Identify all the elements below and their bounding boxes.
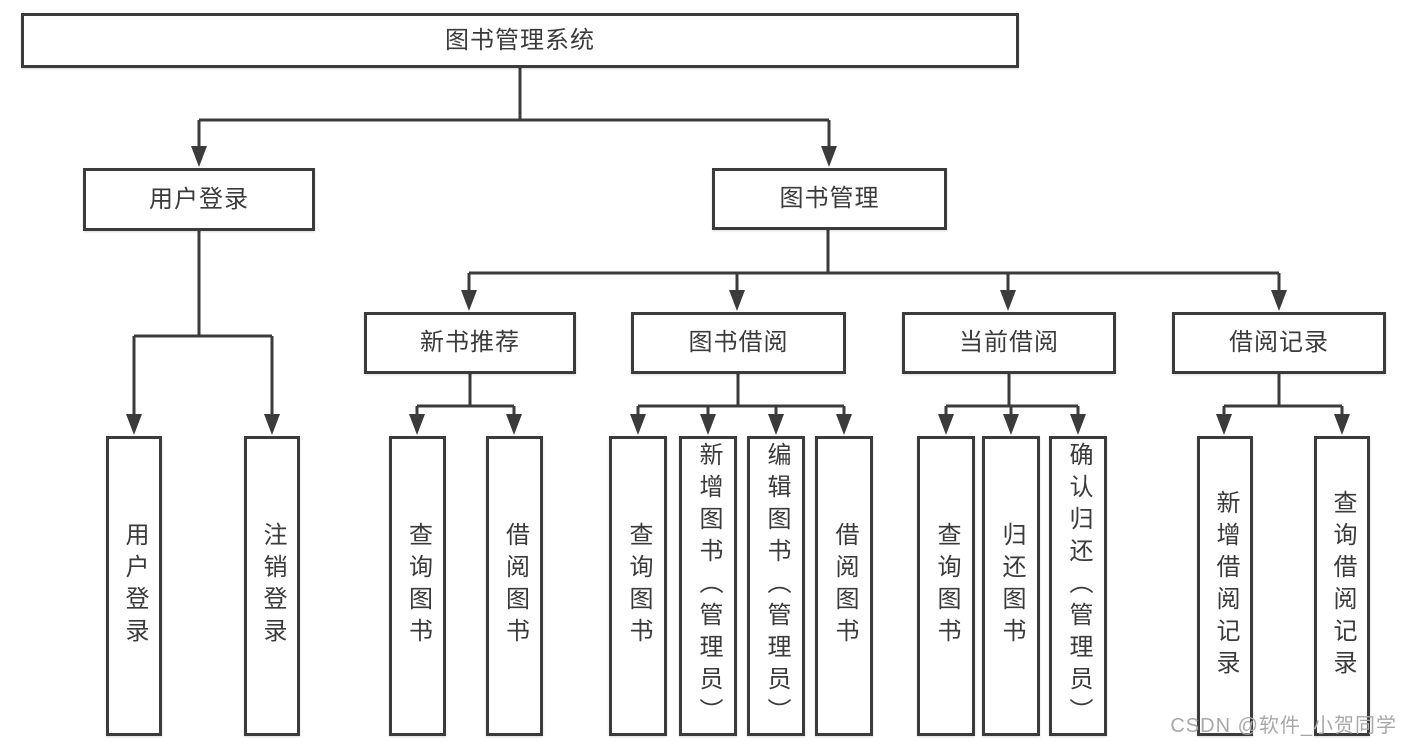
watermark-text: CSDN @软件_小贺同学 [1170,715,1397,737]
leaf-edit-books-admin: 编辑图书（管理员） [747,436,805,736]
arrowhead [729,290,745,311]
arrowhead [1216,414,1232,435]
arrowhead [126,414,142,435]
leaf-logout-login: 注销登录 [244,436,300,736]
node-book-borrowing: 图书借阅 [631,312,846,374]
node-library-management-system: 图书管理系统 [21,13,1019,68]
arrowhead [630,414,646,435]
arrowhead [506,414,522,435]
leaf-query-books-borrowing: 查询图书 [609,436,667,736]
leaf-user-login: 用户登录 [106,436,162,736]
arrowhead [821,146,837,167]
arrowhead [1271,290,1287,311]
node-book-management: 图书管理 [712,168,947,230]
arrowhead [1070,414,1086,435]
arrowhead [836,414,852,435]
arrowhead [700,414,716,435]
leaf-query-borrow-record: 查询借阅记录 [1314,436,1370,736]
arrowhead [1003,414,1019,435]
leaf-borrow-books-borrowing: 借阅图书 [815,436,873,736]
leaf-return-books: 归还图书 [982,436,1040,736]
arrowhead [938,414,954,435]
arrowhead [191,146,207,167]
leaf-add-books-admin: 新增图书（管理员） [679,436,737,736]
leaf-confirm-return-admin: 确认归还（管理员） [1049,436,1107,736]
arrowhead [1000,290,1016,311]
arrowhead [1334,414,1350,435]
node-new-book-recommendation: 新书推荐 [364,312,576,374]
leaf-query-books-recommend: 查询图书 [389,436,446,736]
leaf-add-borrow-record: 新增借阅记录 [1197,436,1253,736]
node-user-login: 用户登录 [83,168,315,231]
arrowhead [409,414,425,435]
arrowhead [461,290,477,311]
node-borrowing-records: 借阅记录 [1172,312,1386,374]
arrowhead [264,414,280,435]
arrowhead [768,414,784,435]
leaf-query-books-current: 查询图书 [917,436,975,736]
leaf-borrow-books-recommend: 借阅图书 [486,436,543,736]
node-current-borrowing: 当前借阅 [902,312,1116,374]
